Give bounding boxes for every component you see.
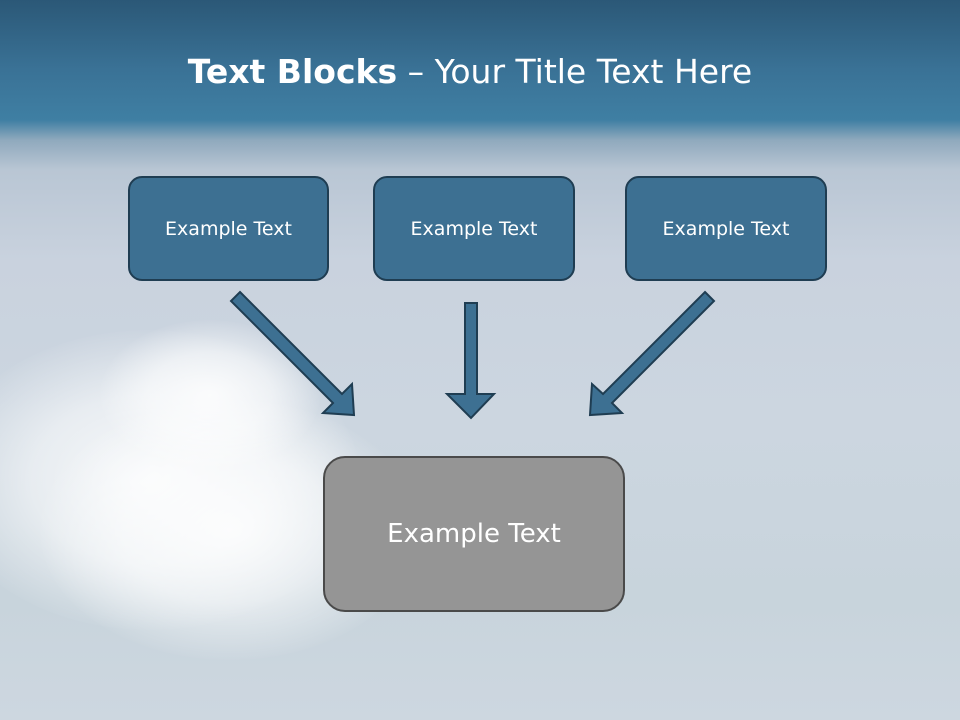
arrow-left-to-result bbox=[229, 290, 356, 417]
text-block-label: Example Text bbox=[165, 217, 292, 240]
text-block-label: Example Text bbox=[662, 217, 790, 240]
text-block-left[interactable]: Example Text bbox=[128, 176, 329, 281]
arrow-right-to-result bbox=[588, 290, 716, 417]
title-rest: Your Title Text Here bbox=[434, 52, 753, 91]
text-block-right[interactable]: Example Text bbox=[625, 176, 827, 281]
result-block[interactable]: Example Text bbox=[323, 456, 625, 612]
title-dash: – bbox=[397, 52, 435, 91]
slide-title: Text Blocks – Your Title Text Here bbox=[0, 52, 960, 91]
title-bold: Text Blocks bbox=[187, 52, 398, 91]
text-block-center[interactable]: Example Text bbox=[373, 176, 575, 281]
result-block-label: Example Text bbox=[387, 519, 561, 549]
arrow-center-to-result bbox=[444, 302, 497, 420]
text-block-label: Example Text bbox=[410, 217, 538, 240]
